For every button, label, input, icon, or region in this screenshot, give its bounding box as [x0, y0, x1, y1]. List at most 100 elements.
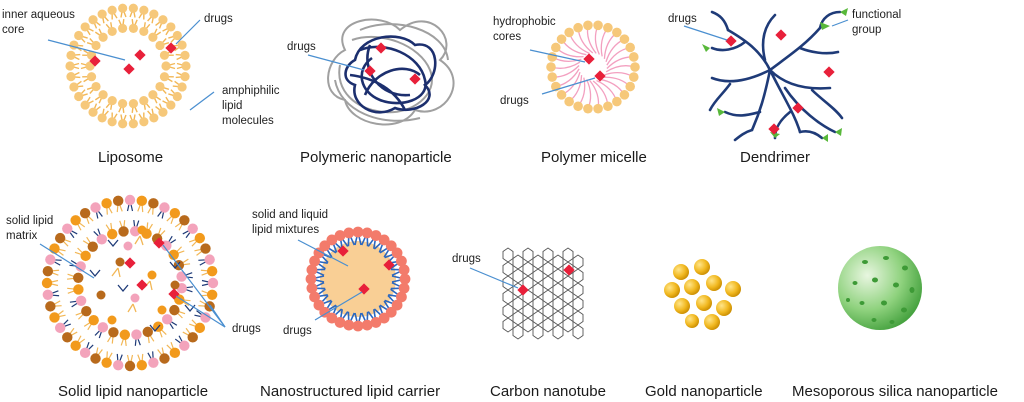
micelle-head	[603, 22, 613, 33]
liposome-caption: Liposome	[98, 149, 163, 166]
lipid-head	[148, 90, 158, 100]
nlc-lipid-head	[352, 320, 364, 332]
sln-lipid-head	[162, 314, 173, 325]
sln-lipid-head	[112, 359, 124, 371]
nlc-lipid-head	[398, 282, 410, 294]
lipid-head	[80, 22, 90, 32]
nlc-lipid-head	[385, 306, 397, 318]
dendrimer-caption: Dendrimer	[740, 149, 810, 166]
sln-lipid-head	[142, 326, 153, 338]
sln-matrix-pointer	[39, 243, 95, 279]
sln-lipid-head	[87, 241, 98, 252]
gold-nanoparticle-figure: Gold nanoparticle	[645, 259, 763, 400]
micelle-head	[628, 52, 639, 62]
functional-group-icon	[820, 22, 830, 30]
lattice-cell	[562, 289, 574, 305]
lattice-cell	[542, 289, 554, 305]
nlc-drugs-pointer	[314, 291, 363, 321]
nlc-mix-label: lipid mixtures	[252, 224, 319, 236]
liposome-inner-layer	[80, 19, 176, 113]
sln-lipid-head	[62, 332, 73, 343]
sln-drugs-pointer	[162, 244, 226, 328]
lattice-cell	[542, 247, 554, 263]
sln-lipid-head	[49, 243, 60, 254]
lattice-cell	[542, 275, 554, 291]
lipid-head	[148, 32, 158, 42]
lattice-cell	[532, 296, 544, 312]
dendrimer-fg-label: group	[852, 24, 881, 36]
cnt-drugs-label: drugs	[452, 253, 481, 265]
sln-lipid-head	[75, 261, 86, 272]
lipid-head	[91, 40, 101, 51]
lipid-head	[172, 30, 182, 41]
lattice-cell	[542, 303, 554, 319]
lattice-cell	[562, 275, 574, 291]
lattice-cell	[532, 282, 544, 298]
functional-group-icon	[835, 128, 842, 136]
lattice-cell	[572, 310, 584, 326]
lipid-head	[181, 61, 191, 71]
nlc-lipid-head	[370, 230, 382, 241]
gold-caption: Gold nanoparticle	[645, 383, 763, 400]
sln-lipid-head	[73, 272, 84, 284]
nlc-lipid-head	[334, 230, 346, 241]
sln-lipid-head	[148, 198, 159, 209]
dendrimer-fg-label: functional	[852, 9, 901, 21]
lipid-head	[128, 3, 138, 13]
lattice-cell	[502, 261, 514, 277]
silica-sphere	[838, 246, 922, 330]
sln-drugs-label: drugs	[232, 323, 261, 335]
lattice-cell	[552, 296, 564, 312]
sln-lipid-head	[169, 347, 181, 359]
nlc-lipid-head	[313, 247, 325, 259]
lattice-cell	[512, 296, 524, 312]
micelle-head	[612, 27, 622, 38]
functional-groups	[702, 8, 848, 142]
sln-lipid-head	[200, 243, 211, 254]
lipid-head	[139, 117, 149, 127]
sln-lipid-head	[124, 194, 136, 206]
cnt-drug	[563, 264, 575, 276]
nlc-lipid-head	[391, 299, 403, 311]
sln-lipid-head	[90, 353, 101, 364]
sln-lipid-shell	[41, 194, 219, 372]
sln-lipid-head	[159, 202, 170, 213]
sln-lipid-head	[131, 329, 142, 340]
sln-lipid-head	[108, 327, 119, 338]
sln-lipid-head	[42, 289, 54, 301]
sln-lipid-head	[79, 207, 91, 219]
liposome-core-label: inner aqueous	[2, 9, 75, 21]
dendrimer-fg-pointer	[831, 19, 849, 27]
sln-lipid-head	[70, 340, 81, 351]
lattice-cell	[572, 254, 584, 270]
nlc-lipid-head	[343, 227, 355, 239]
lattice-cell	[532, 310, 544, 326]
sln-lipid-head	[79, 347, 91, 359]
lipid-head	[65, 61, 75, 71]
nlc-lipid-head	[361, 319, 373, 331]
lattice-cell	[562, 303, 574, 319]
cnt-caption: Carbon nanotube	[490, 383, 606, 400]
nlc-shell	[305, 226, 411, 332]
nlc-lipid-head	[319, 306, 331, 318]
nlc-mix-pointer	[297, 239, 349, 267]
sln-lipid-head	[119, 329, 131, 340]
liposome-lipid-pointer	[189, 91, 215, 111]
sln-lipid-head	[176, 271, 187, 282]
lattice-cell	[542, 261, 554, 277]
sln-lipid-head	[148, 357, 159, 368]
sln-lipid-head	[136, 195, 148, 207]
sln-lipid-head	[200, 312, 211, 323]
lattice-cell	[562, 317, 574, 333]
nlc-lipid-head	[326, 234, 338, 246]
micelle-drugs-pointer	[541, 77, 596, 95]
lattice-cell	[572, 282, 584, 298]
lipid-head	[166, 22, 176, 32]
liposome-drug	[123, 63, 135, 75]
lipid-head	[66, 50, 76, 60]
sln-lipid-head	[62, 223, 73, 234]
lipid-head	[158, 15, 168, 25]
lipid-head	[172, 91, 182, 102]
silica-pores	[846, 256, 915, 324]
micelle-core-pointer	[529, 49, 586, 63]
